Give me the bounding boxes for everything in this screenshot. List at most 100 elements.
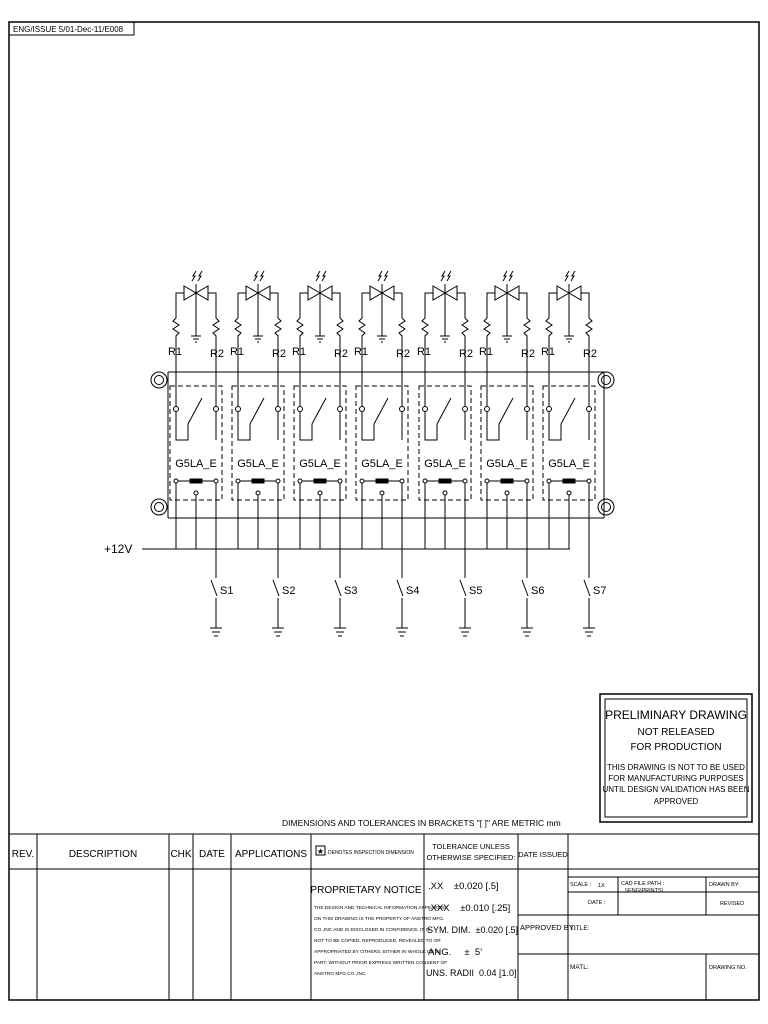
coil-node: [297, 478, 303, 484]
led-icon: [195, 285, 209, 301]
resistor-r1-icon: [421, 292, 433, 350]
r1-label: R1: [292, 346, 306, 358]
relay-label: G5LA_E: [175, 458, 217, 470]
proprietary-line: PART, WITHOUT PRIOR EXPRESS WRITTEN CONS…: [314, 960, 447, 966]
scale-label: SCALE :: [570, 882, 592, 888]
r2-label: R2: [583, 348, 597, 360]
title-block: [9, 833, 759, 1000]
light-rays-icon: [564, 270, 576, 282]
light-rays-icon: [315, 270, 327, 282]
relay-coil-icon: [438, 478, 452, 484]
r1-label: R1: [168, 346, 182, 358]
resistor-r1-icon: [483, 292, 495, 350]
resistor-r1-icon: [296, 292, 308, 350]
sheet-border: [8, 21, 760, 1001]
ground-icon: [253, 302, 263, 343]
switch-label: S6: [531, 585, 544, 597]
drawing-no-label: DRAWING NO.: [709, 965, 747, 971]
r2-label: R2: [521, 348, 535, 360]
r1-label: R1: [479, 346, 493, 358]
preliminary-line: APPROVED: [654, 797, 699, 806]
scale-value: 1X: [598, 883, 605, 889]
preliminary-title: PRELIMINARY DRAWING: [605, 708, 747, 722]
dimensions-note: DIMENSIONS AND TOLERANCES IN BRACKETS "[…: [282, 818, 561, 828]
title-label: TITLE:: [570, 925, 590, 932]
led-icon: [183, 285, 197, 301]
r1-label: R1: [354, 346, 368, 358]
mounting-hole-icon: [597, 371, 615, 389]
date-label: DATE :: [588, 900, 606, 906]
rev-header: REV.: [12, 849, 34, 860]
led-icon: [568, 285, 582, 301]
relay-coil-icon: [251, 478, 265, 484]
date-header: DATE: [199, 849, 225, 860]
wire: [361, 412, 375, 441]
r2-label: R2: [210, 348, 224, 360]
coil-node: [399, 478, 405, 484]
issue-tag: ENG/ISSUE 5/01-Dec-11/E008: [13, 25, 124, 34]
switch-icon: [521, 560, 533, 637]
coil-node: [359, 478, 365, 484]
relay-label: G5LA_E: [424, 458, 466, 470]
relay-switch-icon: [560, 397, 576, 425]
switch-label: S1: [220, 585, 233, 597]
tolerance-row: ANG. ± 5': [428, 947, 482, 958]
resistor-r2-icon: [332, 292, 344, 350]
contact-node: [462, 406, 468, 412]
ground-icon: [191, 302, 201, 343]
led-icon: [381, 285, 395, 301]
preliminary-box-inner: [604, 698, 748, 818]
revised-label: REVISED: [720, 901, 744, 907]
contact-node: [297, 406, 303, 412]
wire: [424, 412, 438, 441]
light-rays-icon: [377, 270, 389, 282]
relay-coil-icon: [189, 478, 203, 484]
coil-node: [337, 478, 343, 484]
applications-header: APPLICATIONS: [235, 849, 307, 860]
wire: [175, 412, 189, 441]
coil-node: [462, 478, 468, 484]
coil-node: [524, 478, 530, 484]
preliminary-line: FOR PRODUCTION: [630, 742, 721, 753]
proprietary-title: PROPRIETARY NOTICE: [310, 885, 421, 896]
tolerance-header: OTHERWISE SPECIFIED:: [426, 853, 515, 862]
preliminary-box-outer: [599, 693, 753, 823]
resistor-r1-icon: [234, 292, 246, 350]
r2-label: R2: [272, 348, 286, 360]
ground-icon: [564, 302, 574, 343]
proprietary-line: THE DESIGN AND TECHNICAL INFORMATION APP…: [314, 905, 447, 911]
ground-icon: [440, 302, 450, 343]
contact-node: [399, 406, 405, 412]
led-icon: [506, 285, 520, 301]
cad-path-label: CAD FILE PATH :: [621, 881, 665, 887]
contact-node: [213, 406, 219, 412]
relay-label: G5LA_E: [299, 458, 341, 470]
tolerance-row: SYM. DIM. ±0.020 [.5]: [427, 925, 518, 935]
coil-node: [586, 478, 592, 484]
tolerance-row: .XXX ±0.010 [.25]: [428, 903, 510, 914]
relay-label: G5LA_E: [237, 458, 279, 470]
issue-tag-box: [8, 21, 135, 36]
cad-path-value: \\ENG\PRINTS\: [625, 888, 664, 894]
led-icon: [257, 285, 271, 301]
coil-node: [484, 478, 490, 484]
contact-node: [524, 406, 530, 412]
led-icon: [319, 285, 333, 301]
supply-label: +12V: [104, 542, 132, 556]
r1-label: R1: [541, 346, 555, 358]
r1-label: R1: [230, 346, 244, 358]
r2-label: R2: [334, 348, 348, 360]
chk-header: CHK: [170, 849, 191, 860]
matl-label: MATL:: [570, 964, 589, 971]
tolerance-row: .XX ±0.020 [.5]: [428, 881, 499, 892]
date-issued-header: DATE ISSUED: [518, 850, 568, 859]
switch-icon: [583, 560, 595, 637]
switch-label: S4: [406, 585, 419, 597]
